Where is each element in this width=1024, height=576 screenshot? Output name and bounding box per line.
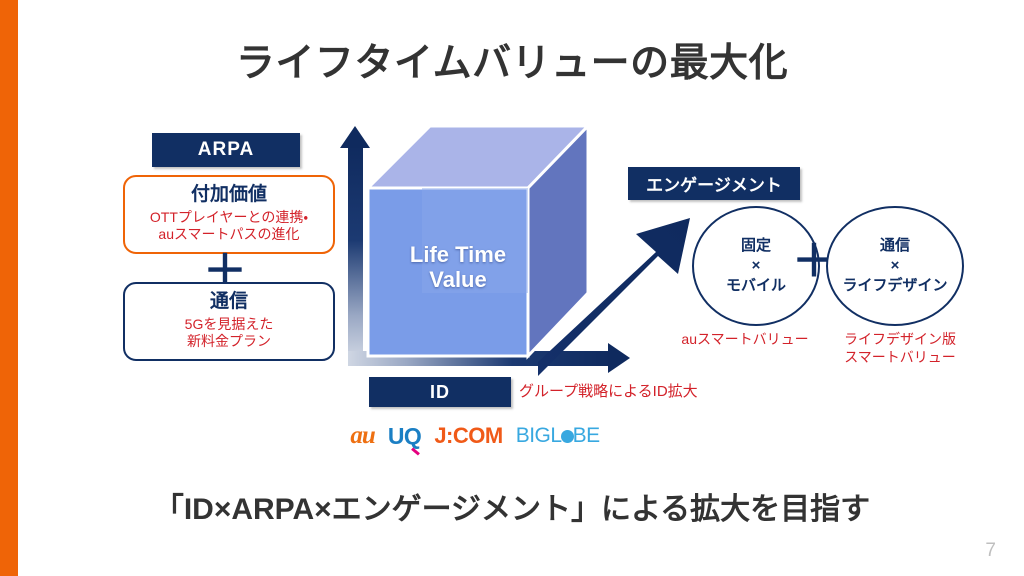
biglobe-logo: BIGL BE [516,424,600,448]
au-logo: au [350,422,375,449]
id-axis-arrowhead-icon [608,343,630,373]
arpa-telecom-heading: 通信 [209,291,248,313]
engagement-circle-kotei-mobile-text: 固定 × モバイル [725,236,786,295]
arpa-telecom-detail: 5Gを見据えた 新料金プラン [184,315,274,350]
brand-logo-row: au UQ J:COM BIGL BE [330,421,620,451]
engagement-axis-arrow [538,218,690,376]
au-smart-value-note: auスマートバリュー [681,331,809,347]
id-label-bar: ID [369,377,511,407]
uq-logo: UQ [387,422,422,449]
engagement-circle-tsushin-lifedesign: 通信 × ライフデザイン [826,206,964,326]
engagement-circle-kotei-mobile: 固定 × モバイル [692,206,820,326]
slide-caption: 「ID×ARPA×エンゲージメント」による拡大を目指す [153,493,871,526]
arpa-label-bar: ARPA [152,133,300,167]
cube-front-face [366,186,530,358]
page-title: ライフタイムバリューの最大化 [235,42,789,85]
biglobe-logo-text-before: BIGL [515,424,562,447]
engagement-label-bar: エンゲージメント [628,167,800,200]
biglobe-logo-text-after: BE [572,424,601,447]
arpa-value-detail: OTTプレイヤーとの連携・ auスマートパスの進化 [149,208,309,243]
engagement-circle-tsushin-lifedesign-text: 通信 × ライフデザイン [842,236,948,295]
arpa-telecom-box: 通信 5Gを見据えた 新料金プラン [123,282,335,361]
id-expansion-note: グループ戦略によるID拡大 [519,383,698,400]
arpa-value-heading: 付加価値 [190,184,267,206]
arpa-value-box: 付加価値 OTTプレイヤーとの連携・ auスマートパスの進化 [123,175,335,254]
life-design-smart-value-note: ライフデザイン版 スマートバリュー [844,331,956,365]
cube-label: Life Time Value [409,242,507,293]
cube-inner-shade [422,188,528,293]
page-number: 7 [985,540,996,561]
arpa-axis-line [348,143,363,359]
biglobe-dot-icon [560,430,574,443]
life-time-value-cube [364,122,590,360]
jcom-logo: J:COM [434,423,503,448]
arpa-axis-arrowhead-icon [340,126,370,148]
engagement-arrow-shape [538,218,690,376]
left-accent-bar [0,0,18,576]
